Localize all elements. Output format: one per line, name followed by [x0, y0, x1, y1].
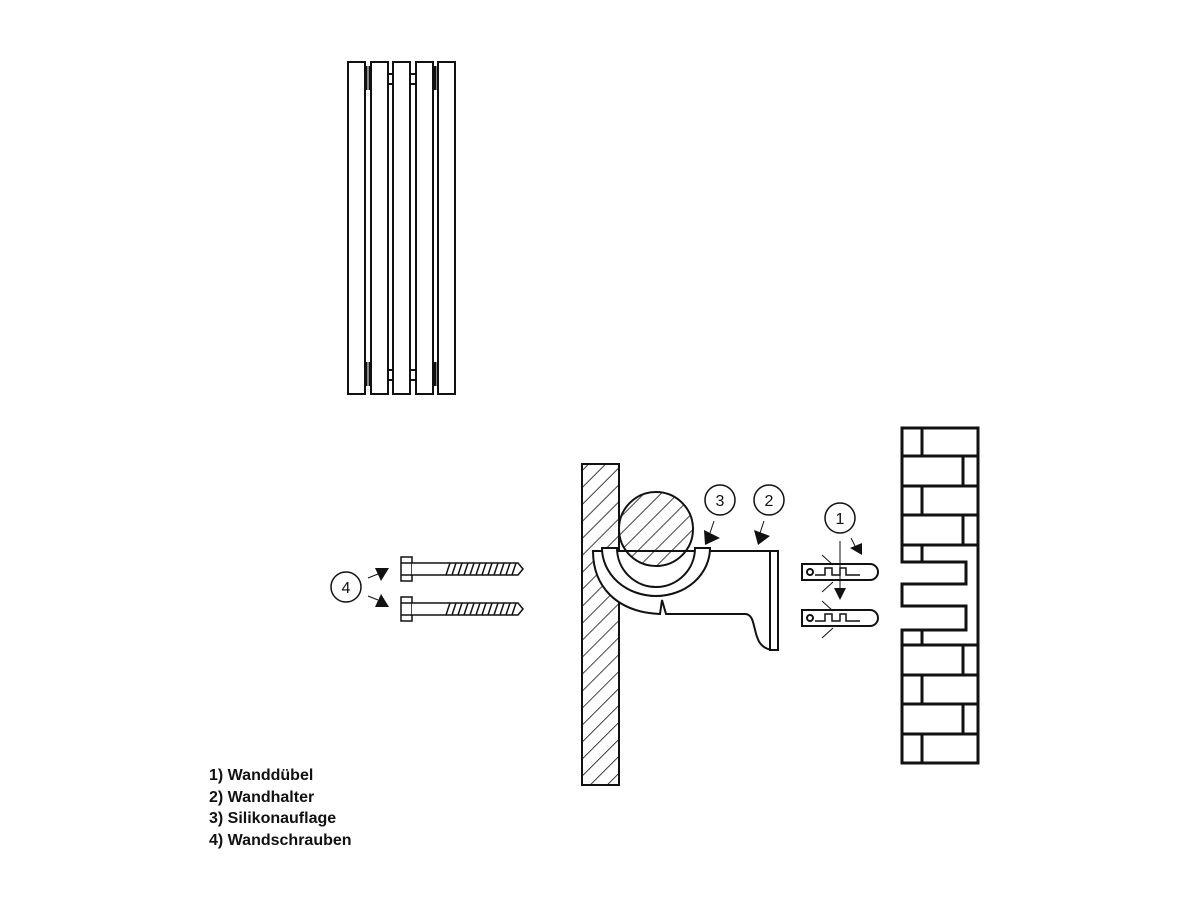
wall-bracket: [591, 550, 779, 652]
svg-text:1: 1: [836, 511, 845, 528]
silicone-pad: [600, 547, 712, 597]
radiator-front-view: [347, 61, 456, 395]
legend-item-wall-bracket: 2) Wandhalter: [209, 788, 315, 806]
svg-text:2: 2: [765, 493, 774, 510]
wall-plugs: [801, 554, 879, 639]
legend-item-wall-plug: 1) Wanddübel: [209, 767, 314, 784]
legend-item-silicone-pad: 3) Silikonauflage: [209, 810, 337, 827]
callout-2: 2: [753, 484, 785, 545]
legend: 1) Wanddübel 2) Wandhalter 3) Silikonauf…: [209, 765, 352, 851]
wall-section: [581, 463, 620, 786]
svg-text:3: 3: [716, 493, 725, 510]
legend-item-wall-screws: 4) Wandschrauben: [209, 831, 352, 849]
pipe-section: [618, 491, 694, 567]
svg-text:4: 4: [342, 580, 351, 597]
brick-wall: [900, 426, 980, 765]
callout-3: 3: [704, 484, 736, 545]
callout-1: 1: [824, 502, 862, 600]
wall-screws: [400, 556, 524, 622]
callout-4: 4: [330, 568, 389, 607]
